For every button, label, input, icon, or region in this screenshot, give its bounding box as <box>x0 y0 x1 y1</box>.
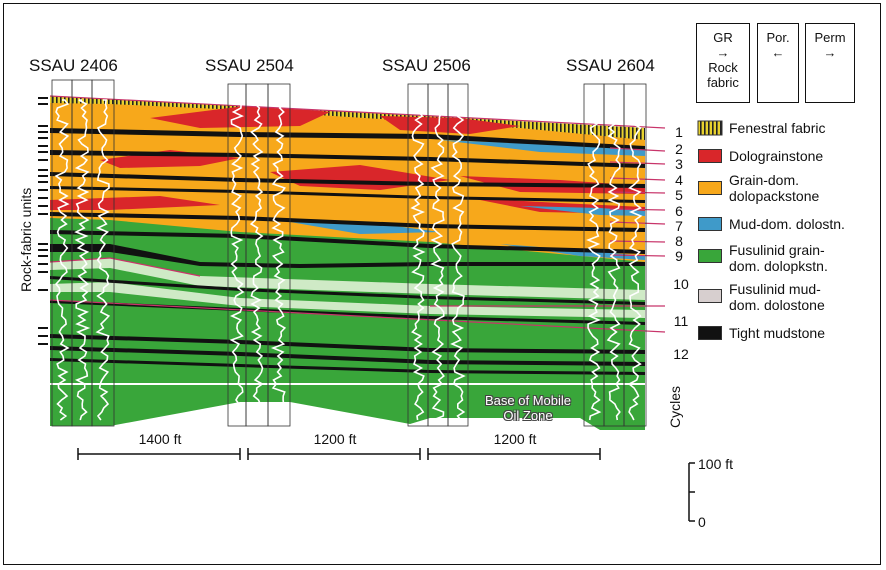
log-curve <box>95 99 111 421</box>
log-curve <box>627 103 643 421</box>
base-mobile-oil-zone-label: Base of Mobile Oil Zone <box>485 393 571 423</box>
legend-swatch-grain-dom <box>698 181 722 195</box>
log-curve <box>74 99 91 421</box>
rock-fabric-axis-label: Rock-fabric units <box>18 187 34 292</box>
well-label: SSAU 2504 <box>205 56 294 75</box>
log-curve <box>450 103 466 421</box>
cycle-number: 2 <box>675 141 683 157</box>
cycle-number: 1 <box>675 124 683 140</box>
fenestral-layer <box>50 96 645 140</box>
vertical-scale <box>688 462 695 522</box>
cycle-number: 8 <box>675 233 683 249</box>
legend-label: Fenestral fabric <box>729 120 826 136</box>
mud-dom-layer <box>290 222 440 234</box>
log-curve <box>249 103 264 421</box>
dolograinstone-layer <box>50 196 220 210</box>
log-curve <box>54 99 70 421</box>
well-log-tracks <box>51 79 647 427</box>
legend-swatch-fusulinid-mud <box>698 289 722 303</box>
key-box-gr: GR → Rock fabric <box>696 23 750 103</box>
cycle-number: 10 <box>673 276 689 292</box>
cycle-number: 9 <box>675 248 683 264</box>
cycle-number: 12 <box>673 346 689 362</box>
legend-label: Dolograinstone <box>729 148 824 164</box>
log-track-box <box>447 83 469 427</box>
legend-label: Mud-dom. dolostn. <box>729 216 845 232</box>
scale-top-label: 100 ft <box>698 456 734 472</box>
log-curve <box>270 103 287 421</box>
tight-mudstone-beds <box>50 276 645 375</box>
strata-layers <box>50 96 645 430</box>
log-curve <box>430 103 445 421</box>
well-label: SSAU 2506 <box>382 56 471 75</box>
legend-swatch-fenestral <box>697 120 723 136</box>
fusulinid-mud-bands <box>50 258 645 318</box>
cycle-number: 6 <box>675 203 683 219</box>
rock-fabric-ticks <box>38 97 48 345</box>
key-box-porosity: Por. ← <box>757 23 799 103</box>
legend-swatch-fusulinid-grain <box>698 249 722 263</box>
legend-label: Fusulinid grain- dom. dolopkstn. <box>729 242 828 274</box>
log-curve <box>410 103 426 421</box>
mud-dom-layer <box>520 206 645 216</box>
cycle-number: 11 <box>673 313 689 329</box>
cycle-number: 4 <box>675 172 683 188</box>
cycle-number: 5 <box>675 187 683 203</box>
legend-label: Tight mudstone <box>729 325 825 341</box>
legend-label: Grain-dom. dolopackstone <box>729 172 820 204</box>
distance-label: 1400 ft <box>138 431 182 447</box>
cycle-number: 3 <box>675 156 683 172</box>
cycles-axis-label: Cycles <box>667 385 683 428</box>
distance-bars <box>77 448 601 460</box>
log-track-box <box>623 83 647 427</box>
distance-label: 1200 ft <box>313 431 357 447</box>
log-curve <box>229 103 245 421</box>
legend-swatch-dolograinstone <box>698 149 722 163</box>
distance-label: 1200 ft <box>493 431 537 447</box>
log-track-box <box>91 79 115 427</box>
cycle-number: 7 <box>675 218 683 234</box>
legend-label: Fusulinid mud- dom. dolostone <box>729 281 825 313</box>
key-box-permeability: Perm → <box>805 23 855 103</box>
well-label: SSAU 2604 <box>566 56 655 75</box>
legend-swatch-tight-mudstone <box>698 326 722 340</box>
scale-bottom-label: 0 <box>698 514 706 530</box>
log-curve <box>586 103 602 421</box>
legend-swatch-mud-dom <box>698 217 722 231</box>
tight-mudstone-beds <box>50 128 645 268</box>
log-curve <box>606 103 621 421</box>
log-track-box <box>267 83 291 427</box>
well-label: SSAU 2406 <box>29 56 118 75</box>
